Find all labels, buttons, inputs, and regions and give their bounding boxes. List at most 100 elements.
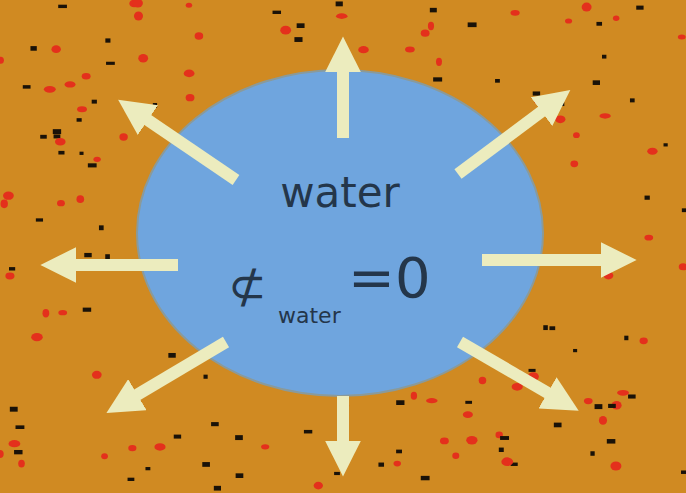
- red-particle: [421, 30, 430, 37]
- black-particle: [84, 253, 91, 257]
- black-particle: [214, 486, 221, 491]
- black-particle: [14, 450, 22, 454]
- black-particle: [336, 1, 343, 6]
- red-particle: [186, 94, 195, 101]
- black-particle: [128, 478, 135, 481]
- black-particle: [211, 422, 219, 426]
- red-particle: [280, 26, 291, 35]
- black-particle: [500, 436, 509, 440]
- red-particle: [436, 58, 442, 66]
- red-particle: [679, 263, 686, 270]
- red-particle: [411, 392, 417, 400]
- red-particle: [55, 138, 66, 146]
- red-particle: [440, 438, 449, 445]
- red-particle: [57, 200, 65, 206]
- black-particle: [596, 22, 602, 26]
- black-particle: [645, 196, 650, 200]
- black-particle: [681, 470, 686, 473]
- red-particle: [428, 22, 434, 30]
- red-particle: [314, 482, 323, 490]
- red-particle: [92, 371, 102, 379]
- black-particle: [590, 451, 594, 456]
- black-particle: [602, 55, 606, 59]
- region-label: water: [280, 172, 400, 214]
- red-particle: [195, 32, 204, 40]
- red-particle: [58, 310, 67, 315]
- black-particle: [16, 425, 25, 429]
- black-particle: [88, 163, 97, 167]
- black-particle: [334, 472, 340, 475]
- arrow: [62, 259, 178, 271]
- red-particle: [154, 443, 165, 451]
- black-particle: [396, 450, 402, 454]
- potential-label: ⊄: [228, 263, 267, 309]
- black-particle: [235, 435, 243, 440]
- red-particle: [466, 436, 477, 444]
- black-particle: [608, 404, 616, 408]
- black-particle: [495, 79, 500, 83]
- arrow: [136, 112, 236, 180]
- black-particle: [430, 8, 437, 13]
- black-particle: [58, 151, 64, 155]
- black-particle: [533, 91, 540, 95]
- red-particle: [599, 113, 610, 118]
- red-particle: [336, 13, 348, 19]
- red-particle: [452, 452, 459, 459]
- red-particle: [610, 462, 621, 471]
- black-particle: [593, 80, 600, 85]
- red-particle: [644, 235, 653, 241]
- black-particle: [273, 11, 281, 14]
- red-particle: [128, 445, 136, 451]
- black-particle: [36, 218, 43, 221]
- black-particle: [499, 448, 504, 452]
- arrow: [458, 103, 553, 174]
- red-particle: [0, 450, 4, 458]
- red-particle: [5, 273, 14, 280]
- red-particle: [1, 199, 8, 208]
- black-particle: [202, 462, 210, 467]
- black-particle: [10, 407, 18, 412]
- black-particle: [174, 435, 181, 439]
- black-particle: [297, 23, 305, 28]
- black-particle: [105, 38, 110, 42]
- red-particle: [42, 309, 49, 317]
- red-particle: [186, 3, 192, 8]
- red-particle: [604, 272, 614, 280]
- red-particle: [640, 337, 648, 344]
- black-particle: [304, 430, 312, 434]
- red-particle: [133, 0, 143, 8]
- black-particle: [92, 100, 97, 104]
- black-particle: [145, 467, 150, 470]
- red-particle: [501, 457, 513, 466]
- black-particle: [636, 6, 643, 10]
- black-particle: [105, 254, 110, 259]
- black-particle: [465, 401, 472, 404]
- red-particle: [510, 10, 519, 16]
- black-particle: [573, 349, 577, 352]
- red-particle: [82, 73, 91, 80]
- red-particle: [613, 16, 619, 21]
- black-particle: [40, 135, 47, 139]
- red-particle: [3, 192, 14, 200]
- red-particle: [65, 81, 76, 87]
- red-particle: [44, 86, 56, 93]
- red-particle: [119, 133, 127, 140]
- black-particle: [168, 353, 175, 358]
- black-particle: [630, 98, 635, 102]
- black-particle: [83, 308, 91, 312]
- red-particle: [647, 148, 657, 155]
- arrow: [125, 342, 226, 402]
- black-particle: [294, 37, 302, 42]
- black-particle: [77, 118, 82, 122]
- black-particle: [624, 336, 628, 341]
- red-particle: [51, 45, 60, 53]
- black-particle: [106, 62, 115, 65]
- black-particle: [558, 102, 564, 106]
- black-particle: [236, 473, 244, 478]
- potential-label: water: [278, 305, 341, 327]
- arrow: [460, 342, 560, 400]
- red-particle: [261, 444, 269, 449]
- black-particle: [30, 46, 36, 51]
- red-particle: [31, 333, 43, 341]
